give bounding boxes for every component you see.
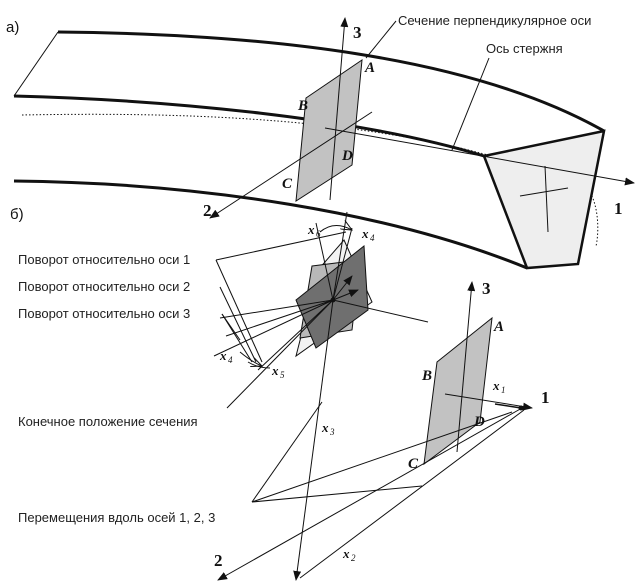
translation-leaders (251, 401, 513, 503)
svg-text:x: x (321, 420, 329, 435)
section-center-point (330, 297, 336, 303)
x2-dimension (299, 409, 525, 579)
top-axis-3-label: 3 (353, 23, 362, 42)
top-point-c: C (282, 176, 293, 192)
bottom-point-b: B (421, 368, 432, 384)
bottom-axis-3-label: 3 (482, 279, 491, 298)
svg-text:6: 6 (316, 229, 321, 239)
svg-text:3: 3 (329, 427, 335, 437)
rotation-leaders (215, 231, 347, 363)
part-label-a: а) (6, 19, 19, 36)
callout-section-text: Сечение перпендикулярное оси (398, 13, 591, 28)
rotation-label-axis-2: Поворот относительно оси 2 (18, 279, 190, 294)
beam-axis-curve (21, 113, 599, 247)
bottom-axis-3 (456, 281, 476, 453)
x3-label: x 3 (321, 420, 335, 437)
x3-axis (293, 299, 334, 581)
top-point-d: D (341, 148, 353, 164)
rotation-arc-x6 (319, 225, 352, 233)
svg-text:5: 5 (280, 370, 285, 380)
beam-mid-edge (13, 94, 485, 158)
rotated-axes (213, 211, 429, 409)
end-face (482, 129, 606, 270)
bottom-axis-2 (217, 407, 523, 581)
svg-text:x: x (307, 222, 315, 237)
callout-axis-text: Ось стержня (486, 41, 563, 56)
callout-section-leader (365, 20, 397, 59)
callout-axis-leader (451, 57, 490, 151)
rotation-arc-x5 (247, 361, 271, 369)
top-point-a: A (364, 60, 375, 76)
bottom-point-a: A (493, 319, 504, 335)
bottom-axis-1 (444, 393, 533, 411)
svg-text:x: x (361, 226, 369, 241)
top-point-b: B (297, 98, 308, 114)
top-axis-3 (329, 17, 349, 201)
svg-text:4: 4 (228, 355, 233, 365)
svg-text:x: x (219, 348, 227, 363)
top-axis-1-label: 1 (614, 199, 623, 218)
bottom-point-c: C (408, 456, 419, 472)
beam-left-edge (13, 31, 59, 97)
part-label-b: б) (10, 206, 24, 223)
svg-text:x: x (492, 378, 500, 393)
svg-text:1: 1 (501, 385, 506, 395)
bottom-axis-2-label: 2 (214, 551, 223, 570)
top-axis-1 (324, 127, 635, 186)
svg-text:4: 4 (370, 233, 375, 243)
beam-bottom-edge (13, 179, 528, 270)
top-axis-2-label: 2 (203, 201, 212, 220)
x2-label: x 2 (342, 546, 356, 563)
svg-text:2: 2 (351, 553, 356, 563)
top-axis-2 (209, 111, 373, 219)
x5-label: x 5 (271, 363, 285, 380)
top-section-plane (295, 58, 363, 202)
x4-label: x 4 (219, 348, 233, 365)
bottom-axis-1-label: 1 (541, 388, 550, 407)
final-position-label: Конечное положение сечения (18, 414, 198, 429)
x1-dimension (494, 403, 522, 409)
svg-text:x: x (271, 363, 279, 378)
x6-label: x 6 (307, 222, 321, 239)
beam (13, 30, 605, 270)
bottom-point-d: D (473, 414, 485, 430)
svg-text:x: x (342, 546, 350, 561)
rotation-label-axis-3: Поворот относительно оси 3 (18, 306, 190, 321)
beam-top-edge (57, 30, 605, 133)
x1-label: x 1 (492, 378, 506, 395)
translations-label: Перемещения вдоль осей 1, 2, 3 (18, 510, 215, 525)
x1-endpoint (518, 405, 524, 411)
rotation-label-axis-1: Поворот относительно оси 1 (18, 252, 190, 267)
x4-label-top: x 4 (361, 226, 375, 243)
